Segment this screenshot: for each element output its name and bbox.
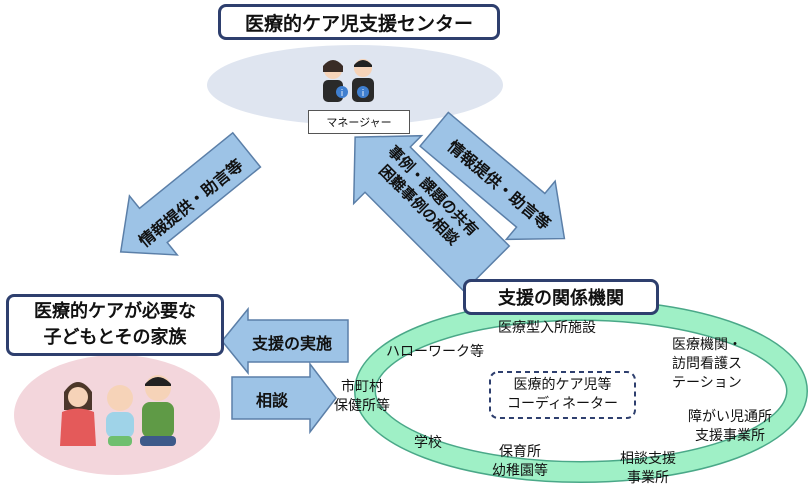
node-consult-line1: 相談支援	[620, 451, 676, 467]
node-disability-line2: 支援事業所	[695, 428, 765, 444]
node-disability: 障がい児通所 支援事業所	[688, 408, 772, 446]
arrow-center-to-family	[119, 131, 262, 256]
svg-text:i: i	[341, 89, 344, 99]
node-hospital-line2: 訪問看護ス	[672, 356, 742, 372]
node-nursery-line1: 保育所	[499, 444, 541, 460]
coordinator-line1: 医療的ケア児等	[513, 377, 612, 393]
node-hospital-line1: 医療機関・	[672, 337, 742, 353]
family-title-line1: 医療的ケアが必要な	[34, 301, 196, 322]
node-city: 市町村 保健所等	[334, 378, 390, 416]
arrow-consult	[231, 361, 337, 435]
manager-label: マネージャー	[326, 116, 392, 129]
center-title-text: 医療的ケア児支援センター	[244, 12, 473, 35]
node-city-line1: 市町村	[341, 379, 383, 395]
coordinator-line2: コーディネーター	[506, 396, 619, 412]
node-hospital: 医療機関・ 訪問看護ス テーション	[672, 336, 742, 393]
node-consult: 相談支援 事業所	[620, 450, 676, 488]
coordinator-box	[489, 371, 636, 419]
node-city-line2: 保健所等	[334, 398, 390, 414]
agency-title-text: 支援の関係機関	[498, 288, 624, 309]
family-illustration	[60, 375, 176, 446]
arrow-agency-to-center	[352, 134, 511, 293]
coordinator-label: 医療的ケア児等 コーディネーター	[496, 376, 629, 414]
node-hellowork: ハローワーク等	[386, 344, 484, 360]
node-nursery: 保育所 幼稚園等	[492, 443, 548, 481]
node-disability-line1: 障がい児通所	[688, 409, 772, 425]
arrow-support-label: 支援の実施	[252, 334, 333, 353]
svg-text:i: i	[362, 89, 365, 99]
family-title-line2: 子どもとその家族	[43, 327, 187, 348]
staff-illustration: i i	[323, 59, 374, 102]
node-hospital-line3: テーション	[672, 375, 742, 391]
node-consult-line2: 事業所	[627, 470, 669, 486]
family-title: 医療的ケアが必要な 子どもとその家族	[6, 294, 224, 356]
node-medical-facility: 医療型入所施設	[498, 320, 596, 336]
node-nursery-line2: 幼稚園等	[492, 463, 548, 479]
manager-label-box: マネージャー	[308, 110, 410, 134]
agency-title: 支援の関係機関	[463, 279, 659, 315]
node-school: 学校	[414, 435, 442, 451]
arrow-consult-label: 相談	[256, 391, 289, 410]
arrow-center-to-agency	[418, 111, 566, 241]
center-title: 医療的ケア児支援センター	[218, 4, 500, 40]
